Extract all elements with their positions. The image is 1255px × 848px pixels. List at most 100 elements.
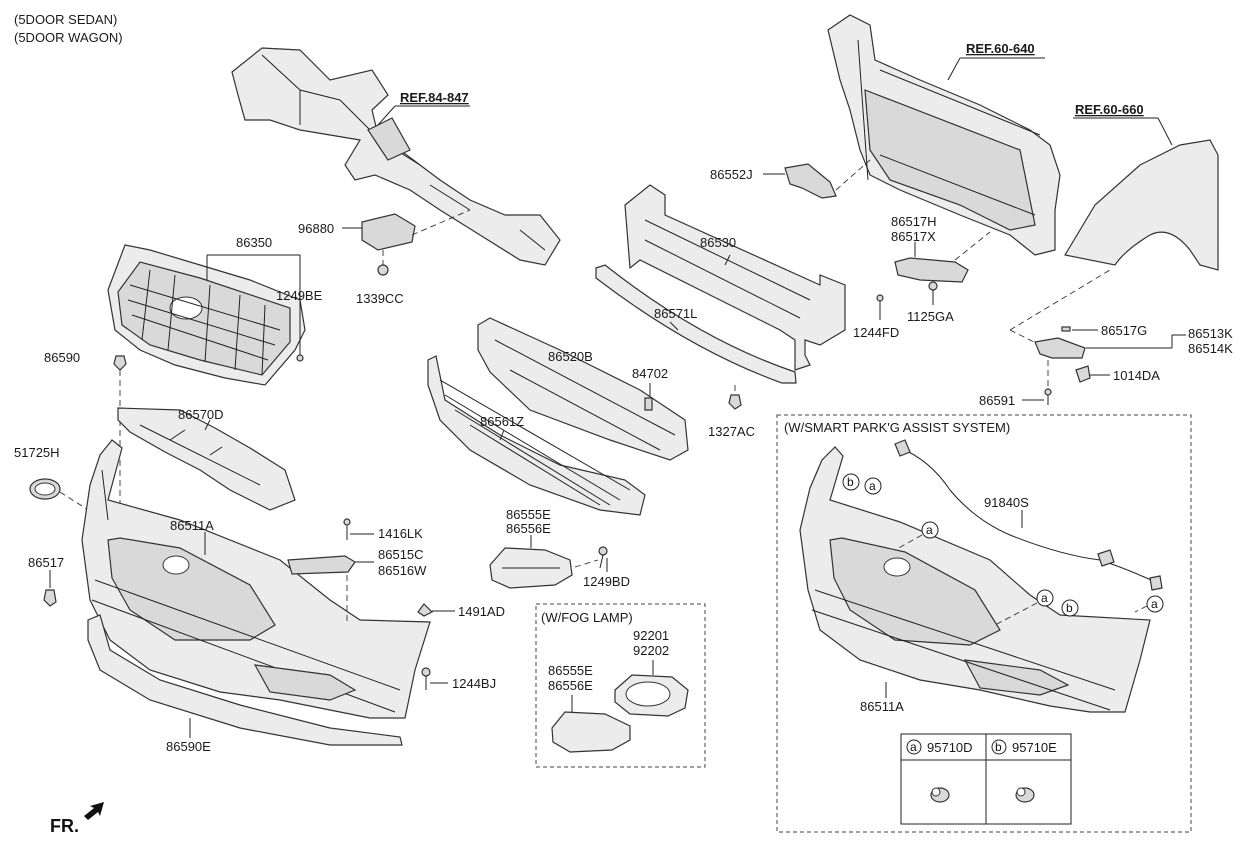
svg-text:a: a xyxy=(926,523,933,537)
label-96880: 96880 xyxy=(298,221,334,236)
sensor-table-b-key: b xyxy=(995,740,1002,754)
svg-text:a: a xyxy=(1151,597,1158,611)
wiring-harness-91840S xyxy=(894,439,1163,591)
callout-a-3: a xyxy=(994,589,1054,626)
vehicle-variant-wagon: (5DOOR WAGON) xyxy=(14,30,123,45)
label-86590: 86590 xyxy=(44,350,80,365)
callout-a-4: a xyxy=(1134,595,1164,613)
label-1244FD: 1244FD xyxy=(853,325,899,340)
sensor-table-a-key: a xyxy=(910,740,917,754)
lower-lip-86590E xyxy=(87,614,403,746)
label-1416LK: 1416LK xyxy=(378,526,423,541)
label-84702: 84702 xyxy=(632,366,668,381)
bolt-1014DA xyxy=(1075,365,1091,383)
label-86556E: 86556E xyxy=(506,521,551,536)
part-1416LK-shape xyxy=(343,518,351,540)
lower-grille-86561Z xyxy=(427,355,646,516)
part-1327AC-shape xyxy=(728,385,742,410)
svg-text:a: a xyxy=(869,479,876,493)
bracket-86517H xyxy=(894,231,991,283)
energy-absorber-86520B xyxy=(477,317,689,461)
cowl-cross-member xyxy=(231,47,561,266)
bracket-86513K xyxy=(1034,337,1086,359)
label-86555E-fog: 86555E xyxy=(548,663,593,678)
upper-cover-86570D xyxy=(117,407,296,511)
label-1244BJ: 1244BJ xyxy=(452,676,496,691)
ref-84-847: REF.84-847 xyxy=(400,90,469,105)
label-86570D: 86570D xyxy=(178,407,224,422)
callout-a-2: a xyxy=(894,521,939,551)
label-1491AD: 1491AD xyxy=(458,604,505,619)
label-1014DA: 1014DA xyxy=(1113,368,1160,383)
label-86511A: 86511A xyxy=(170,518,214,533)
label-86517G: 86517G xyxy=(1101,323,1147,338)
callout-b-2: b xyxy=(1061,599,1079,617)
svg-text:b: b xyxy=(1066,601,1073,615)
fog-cover-86555E xyxy=(489,547,573,589)
bolt-1125GA xyxy=(928,281,938,305)
sensor-table: a 95710D b 95710E xyxy=(900,733,1072,825)
label-51725H: 51725H xyxy=(14,445,60,460)
label-92201: 92201 xyxy=(633,628,669,643)
part-1491AD-shape xyxy=(417,603,434,617)
part-86517G-shape xyxy=(1061,326,1071,332)
part-1244BJ-shape xyxy=(421,667,431,690)
label-1249BD: 1249BD xyxy=(583,574,630,589)
radiator-support-panel xyxy=(827,14,1061,256)
label-86517: 86517 xyxy=(28,555,64,570)
fog-cover-86555E-fog xyxy=(551,711,631,753)
fog-lamp-92201 xyxy=(614,674,689,717)
fog-lamp-variant-box xyxy=(535,603,706,768)
front-direction-indicator: FR. xyxy=(50,802,104,836)
smart-parking-variant-box xyxy=(776,414,1192,833)
fog-lamp-variant-title: (W/FOG LAMP) xyxy=(541,610,633,625)
label-86591: 86591 xyxy=(979,393,1015,408)
ref-60-660: REF.60-660 xyxy=(1075,102,1144,117)
label-95710D: 95710D xyxy=(927,740,973,755)
front-fender xyxy=(1064,139,1219,271)
label-86511A-smart: 86511A xyxy=(860,699,904,714)
callout-b-1: b xyxy=(842,473,860,491)
label-86515C: 86515C xyxy=(378,547,424,562)
part-86590-shape xyxy=(113,355,127,520)
part-1339CC-shape xyxy=(377,250,389,276)
label-95710E: 95710E xyxy=(1012,740,1057,755)
callout-a-1: a xyxy=(864,477,882,495)
label-1339CC: 1339CC xyxy=(356,291,404,306)
emblem-51725H xyxy=(29,478,176,566)
label-86555E: 86555E xyxy=(506,507,551,522)
label-86514K: 86514K xyxy=(1188,341,1233,356)
label-86556E-fog: 86556E xyxy=(548,678,593,693)
front-bumper-86511A xyxy=(81,439,431,719)
reflector-86515C xyxy=(287,555,356,625)
part-84702-shape xyxy=(644,397,653,411)
label-86350: 86350 xyxy=(236,235,272,250)
label-1327AC: 1327AC xyxy=(708,424,755,439)
label-92202: 92202 xyxy=(633,643,669,658)
label-1125GA: 1125GA xyxy=(907,309,954,324)
bolt-86591 xyxy=(1044,360,1052,405)
label-86530: 86530 xyxy=(700,235,736,250)
smart-parking-variant-title: (W/SMART PARK'G ASSIST SYSTEM) xyxy=(784,420,1010,435)
label-86571L: 86571L xyxy=(654,306,697,321)
vehicle-variant-sedan: (5DOOR SEDAN) xyxy=(14,12,117,27)
front-bumper-86511A-smart xyxy=(799,446,1151,713)
label-86517X: 86517X xyxy=(891,229,936,244)
label-91840S: 91840S xyxy=(984,495,1029,510)
sensor-95710D-shape xyxy=(930,787,950,803)
bracket-86552J xyxy=(784,159,871,199)
bumper-beam-86530 xyxy=(624,184,846,371)
bolt-1244FD xyxy=(876,294,884,320)
label-1249BE: 1249BE xyxy=(276,288,323,303)
sensor-95710E-shape xyxy=(1015,787,1035,803)
label-86517H: 86517H xyxy=(891,214,937,229)
label-86513K: 86513K xyxy=(1188,326,1233,341)
label-86552J: 86552J xyxy=(710,167,753,182)
label-86520B: 86520B xyxy=(548,349,593,364)
front-arrow-icon xyxy=(84,802,104,820)
part-86517-shape xyxy=(43,589,57,607)
label-86516W: 86516W xyxy=(378,563,427,578)
part-96880-shape xyxy=(361,209,471,251)
svg-text:b: b xyxy=(847,475,854,489)
